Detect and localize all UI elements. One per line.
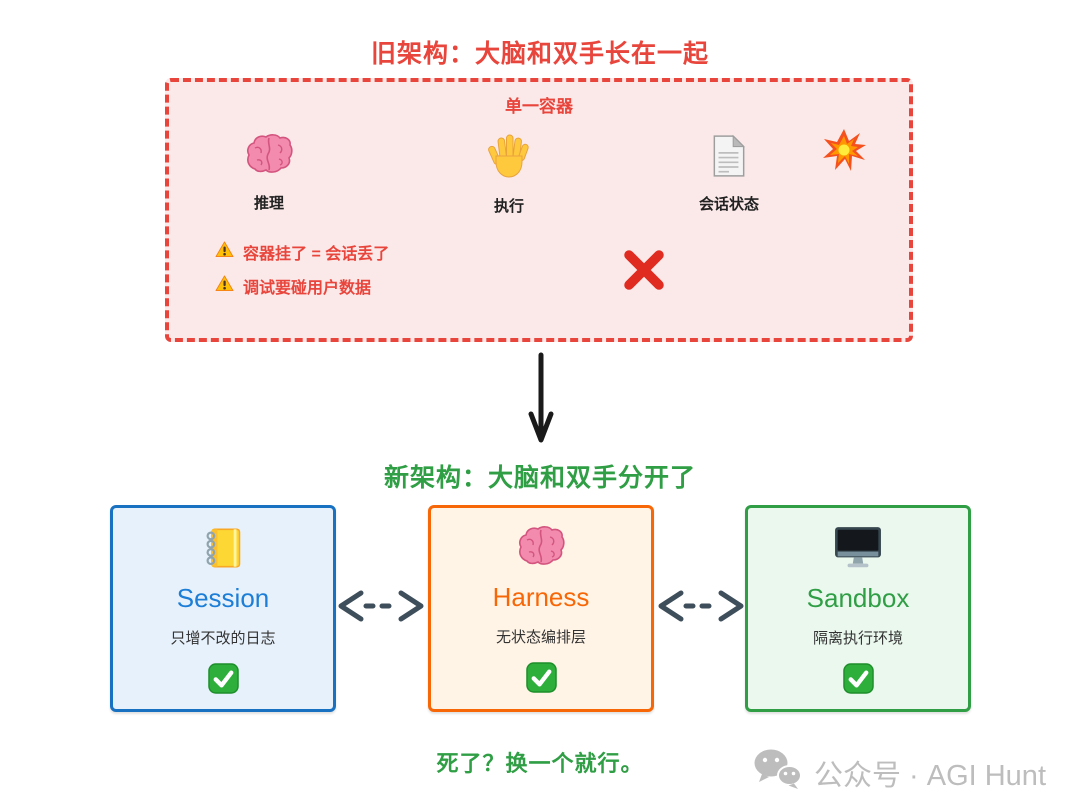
warning-icon: [215, 275, 234, 297]
brain-icon: [517, 526, 565, 574]
card-name: Sandbox: [806, 583, 910, 613]
component-crash: [774, 128, 914, 179]
component-label: 执行: [493, 198, 524, 215]
card-name: Session: [176, 583, 270, 613]
card-description: 只增不改的日志: [170, 630, 276, 647]
explosion-icon: [821, 128, 867, 176]
component-session-state: 会话状态: [659, 134, 799, 214]
check-icon: [207, 663, 239, 699]
desktop-icon: [834, 526, 882, 574]
warning-text: 调试要碰用户数据: [243, 280, 372, 297]
check-icon: [842, 663, 874, 699]
document-icon: [710, 134, 748, 182]
warning-text: 容器挂了 = 会话丢了: [243, 246, 390, 263]
card-harness: Harness 无状态编排层: [428, 505, 654, 712]
hand-icon: [488, 134, 530, 182]
component-label: 推理: [253, 195, 284, 212]
warning-icon: [215, 241, 234, 263]
double-dashed-arrow-icon: [656, 588, 746, 629]
component-reasoning: 推理: [199, 134, 339, 213]
old-architecture-container: 单一容器 推理: [165, 78, 913, 342]
footnote: 死了？换一个就行。: [436, 751, 644, 776]
new-architecture-title: 新架构：大脑和双手分开了: [383, 464, 696, 492]
warning-row: 容器挂了 = 会话丢了: [215, 240, 389, 264]
brain-icon: [245, 134, 293, 182]
component-label: 会话状态: [698, 196, 759, 213]
card-description: 隔离执行环境: [812, 630, 903, 647]
card-description: 无状态编排层: [495, 629, 586, 646]
watermark: 公众号 · AGI Hunt: [753, 748, 1046, 798]
check-icon: [525, 662, 557, 698]
notebook-icon: [201, 526, 245, 574]
wechat-icon: [753, 748, 802, 798]
watermark-text: 公众号 · AGI Hunt: [813, 760, 1046, 792]
card-sandbox: Sandbox 隔离执行环境: [745, 505, 971, 712]
card-name: Harness: [492, 582, 590, 612]
component-execution: 执行: [439, 134, 579, 216]
double-dashed-arrow-icon: [336, 588, 426, 629]
card-session: Session 只增不改的日志: [110, 505, 336, 712]
warning-row: 调试要碰用户数据: [215, 274, 371, 298]
old-architecture-title: 旧架构：大脑和双手长在一起: [370, 40, 709, 68]
container-label: 单一容器: [505, 97, 573, 116]
down-arrow-icon: [528, 352, 554, 451]
cross-mark-icon: [620, 246, 668, 299]
